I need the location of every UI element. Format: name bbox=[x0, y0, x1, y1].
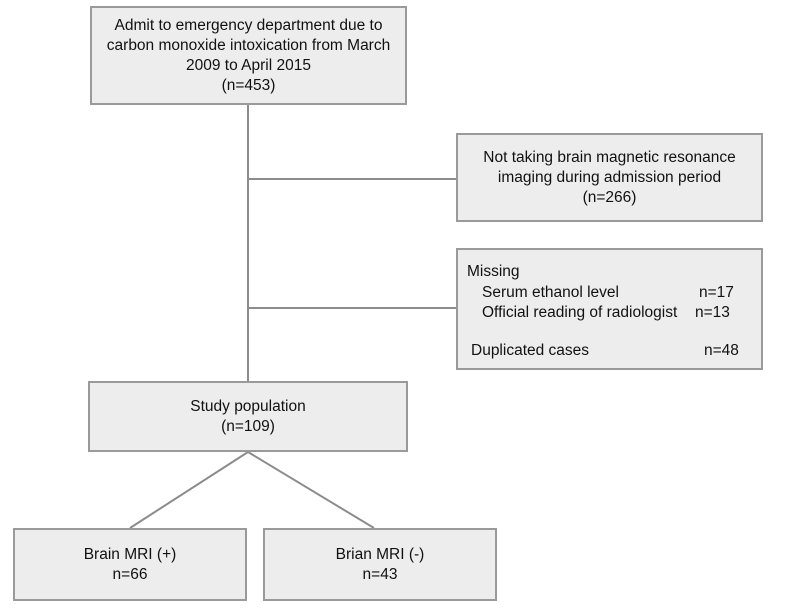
study-population-box: Study population (n=109) bbox=[88, 381, 408, 452]
mri-positive-box: Brain MRI (+) n=66 bbox=[13, 528, 247, 601]
missing-item-count-radiologist: n=13 bbox=[695, 304, 730, 321]
admission-count: (n=453) bbox=[221, 76, 276, 94]
admission-box: Admit to emergency department due to car… bbox=[90, 6, 407, 105]
mri-negative-count: n=43 bbox=[362, 565, 398, 583]
missing-item-label-radiologist: Official reading of radiologist bbox=[482, 304, 678, 321]
mri-positive-count: n=66 bbox=[112, 565, 148, 583]
mri-negative-box: Brian MRI (-) n=43 bbox=[263, 528, 497, 601]
exclusion-no-mri-box: Not taking brain magnetic resonance imag… bbox=[456, 133, 763, 222]
duplicated-label: Duplicated cases bbox=[471, 342, 590, 359]
missing-heading: Missing bbox=[467, 263, 520, 280]
split-to-mri-positive bbox=[129, 451, 249, 529]
exclusion-no-mri-count: (n=266) bbox=[582, 188, 637, 206]
exclusion-missing-box: Missing Serum ethanol level n=17 Officia… bbox=[456, 248, 763, 370]
mri-positive-label: Brain MRI (+) bbox=[83, 545, 177, 563]
duplicated-count: n=48 bbox=[704, 342, 739, 359]
mri-negative-label: Brian MRI (-) bbox=[335, 545, 425, 563]
exclusion-no-mri-line-2: imaging during admission period bbox=[497, 168, 722, 186]
admission-line-2: carbon monoxide intoxication from March bbox=[106, 36, 391, 54]
study-population-label: Study population bbox=[190, 397, 306, 415]
exclusion-no-mri-line-1: Not taking brain magnetic resonance bbox=[483, 148, 736, 166]
admission-line-1: Admit to emergency department due to bbox=[114, 16, 383, 34]
split-to-mri-negative bbox=[247, 451, 375, 529]
admission-line-3: 2009 to April 2015 bbox=[186, 56, 311, 74]
missing-item-label-ethanol: Serum ethanol level bbox=[482, 284, 619, 301]
missing-item-count-ethanol: n=17 bbox=[699, 284, 734, 301]
study-population-count: (n=109) bbox=[221, 417, 275, 435]
